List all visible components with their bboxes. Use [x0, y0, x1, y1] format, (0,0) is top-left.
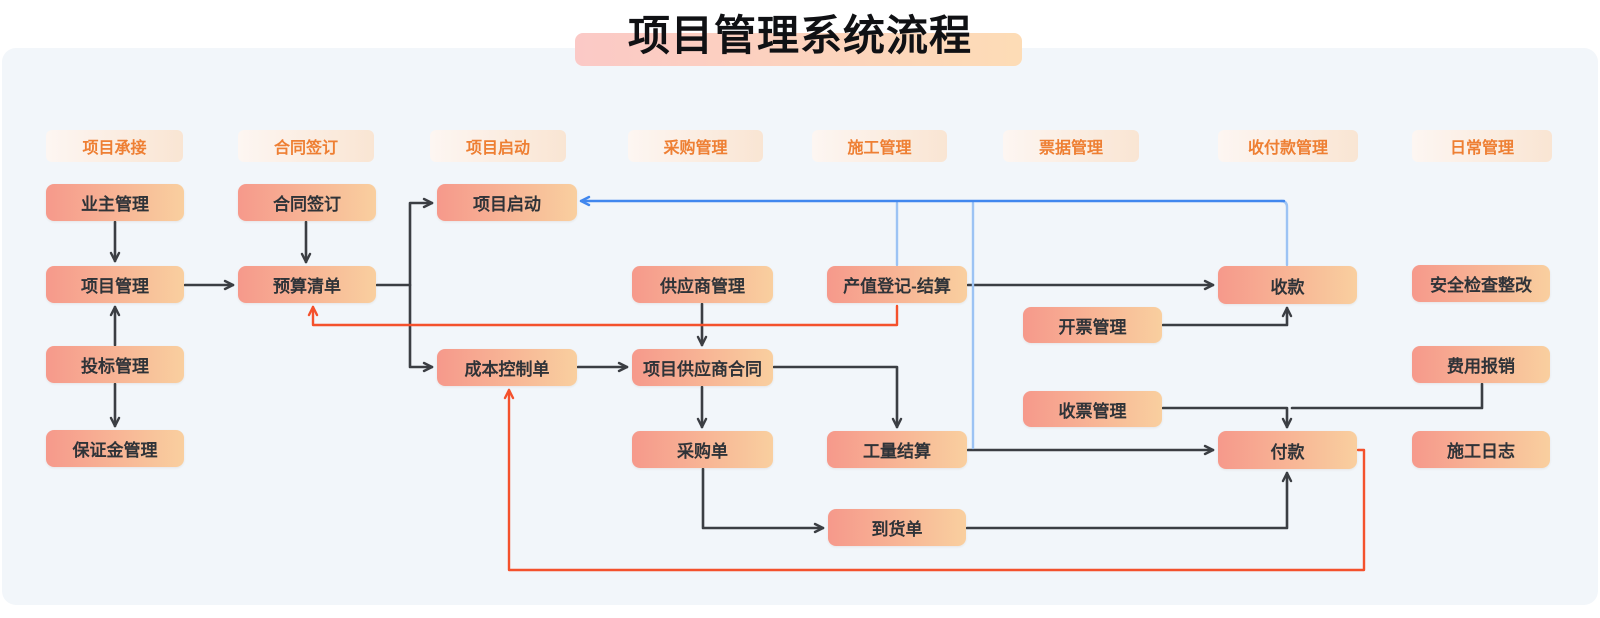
node-cost-control: 成本控制单: [437, 349, 577, 386]
node-construction-log: 施工日志: [1412, 431, 1550, 468]
node-safety-check: 安全检查整改: [1412, 265, 1550, 302]
node-quantity-settle: 工量结算: [827, 431, 967, 468]
column-header-bill-mgmt: 票据管理: [1003, 130, 1139, 162]
column-header-project-undertake: 项目承接: [46, 130, 183, 162]
node-arrival-order: 到货单: [828, 509, 966, 546]
column-header-procurement-mgmt: 采购管理: [628, 130, 763, 162]
node-purchase-order: 采购单: [632, 431, 773, 468]
column-header-daily-mgmt: 日常管理: [1412, 130, 1552, 162]
column-header-contract-signing: 合同签订: [238, 130, 374, 162]
node-bid-mgmt: 投标管理: [46, 346, 184, 383]
column-header-construction-mgmt: 施工管理: [812, 130, 947, 162]
node-deposit-mgmt: 保证金管理: [46, 430, 184, 467]
node-invoice-issue: 开票管理: [1023, 307, 1162, 343]
node-contract-sign: 合同签订: [238, 184, 376, 221]
column-header-project-startup: 项目启动: [430, 130, 566, 162]
node-payment: 付款: [1218, 431, 1357, 469]
node-receipt: 收款: [1218, 266, 1357, 304]
node-output-settle: 产值登记-结算: [827, 266, 967, 303]
node-expense: 费用报销: [1412, 346, 1550, 383]
node-project-mgmt: 项目管理: [46, 266, 184, 303]
node-project-start: 项目启动: [437, 184, 577, 221]
node-supplier-contract: 项目供应商合同: [632, 349, 773, 386]
node-supplier-mgmt: 供应商管理: [632, 266, 773, 303]
page-title: 项目管理系统流程: [627, 12, 972, 59]
column-header-receipt-payment-mgmt: 收付款管理: [1218, 130, 1358, 162]
node-budget-list: 预算清单: [238, 266, 376, 303]
node-invoice-receive: 收票管理: [1023, 391, 1162, 427]
node-owner-mgmt: 业主管理: [46, 184, 184, 221]
title-highlight: [575, 33, 1022, 66]
